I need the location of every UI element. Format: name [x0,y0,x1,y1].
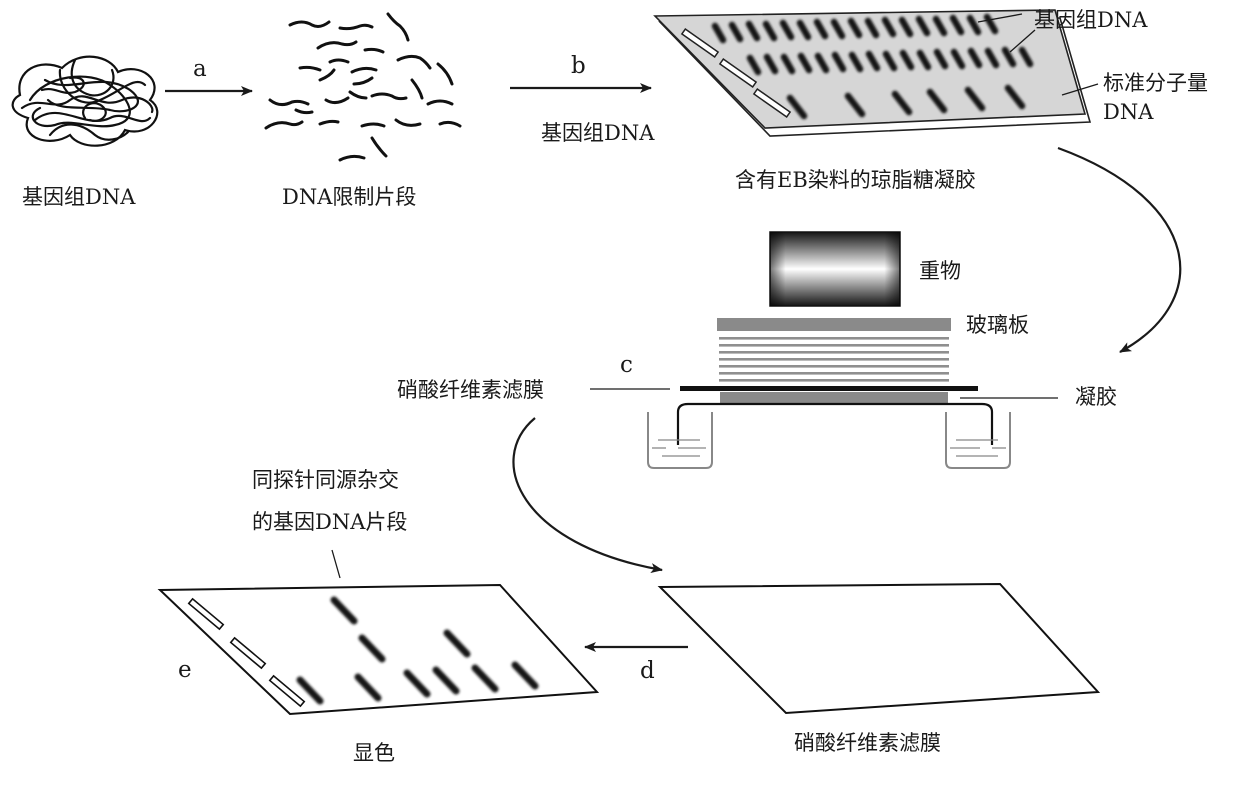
step-b-label: b [571,53,586,79]
gel-wells [680,28,792,118]
label-color-development: 显色 [353,741,395,765]
buffer-tray-right [945,412,1011,469]
gel-bands [711,13,1034,120]
nitrocellulose-membrane [680,386,978,391]
glass-plate [717,318,951,331]
gel-leader-lines [977,13,1099,96]
buffer-tray-left [647,412,713,469]
label-glass-plate: 玻璃板 [966,313,1029,337]
label-nitrocellulose-left: 硝酸纤维素滤膜 [397,378,544,402]
label-gel-genomic-dna: 基因组DNA [1034,8,1148,32]
label-hybrid-2: 的基因DNA片段 [252,510,407,534]
blank-membrane [657,582,1101,715]
label-standard-mw-2: DNA [1103,100,1154,124]
curved-arrow-left [512,417,663,574]
wick-paper [676,402,994,445]
dna-fragments [264,12,462,162]
paper-stack [719,337,949,382]
label-gel: 凝胶 [1075,385,1117,409]
membrane-wells [187,597,306,708]
label-nitrocellulose-bottom: 硝酸纤维素滤膜 [794,731,941,755]
label-standard-mw-1: 标准分子量 [1103,71,1208,95]
step-d-label: d [640,658,655,684]
weight [769,231,901,307]
hybridized-bands [296,596,539,705]
label-weight: 重物 [919,259,961,283]
label-restriction-fragments: DNA限制片段 [282,185,416,209]
gel-slab [720,392,948,403]
label-eb-gel: 含有EB染料的琼脂糖凝胶 [735,168,976,192]
genomic-dna-tangle [11,55,159,147]
label-hybrid-1: 同探针同源杂交 [252,468,399,492]
blotting-apparatus [647,231,1011,469]
step-a-label: a [193,56,207,82]
curved-arrow-right [1057,146,1182,353]
agarose-gel [653,9,1092,137]
hybrid-leader-line [331,549,341,579]
label-genomic-dna-arrow: 基因组DNA [541,121,655,145]
label-genomic-dna: 基因组DNA [22,185,136,209]
apparatus-leader-lines [590,388,1058,399]
developed-membrane [157,583,600,716]
step-c-label: c [620,352,633,378]
step-e-label: e [178,657,192,683]
